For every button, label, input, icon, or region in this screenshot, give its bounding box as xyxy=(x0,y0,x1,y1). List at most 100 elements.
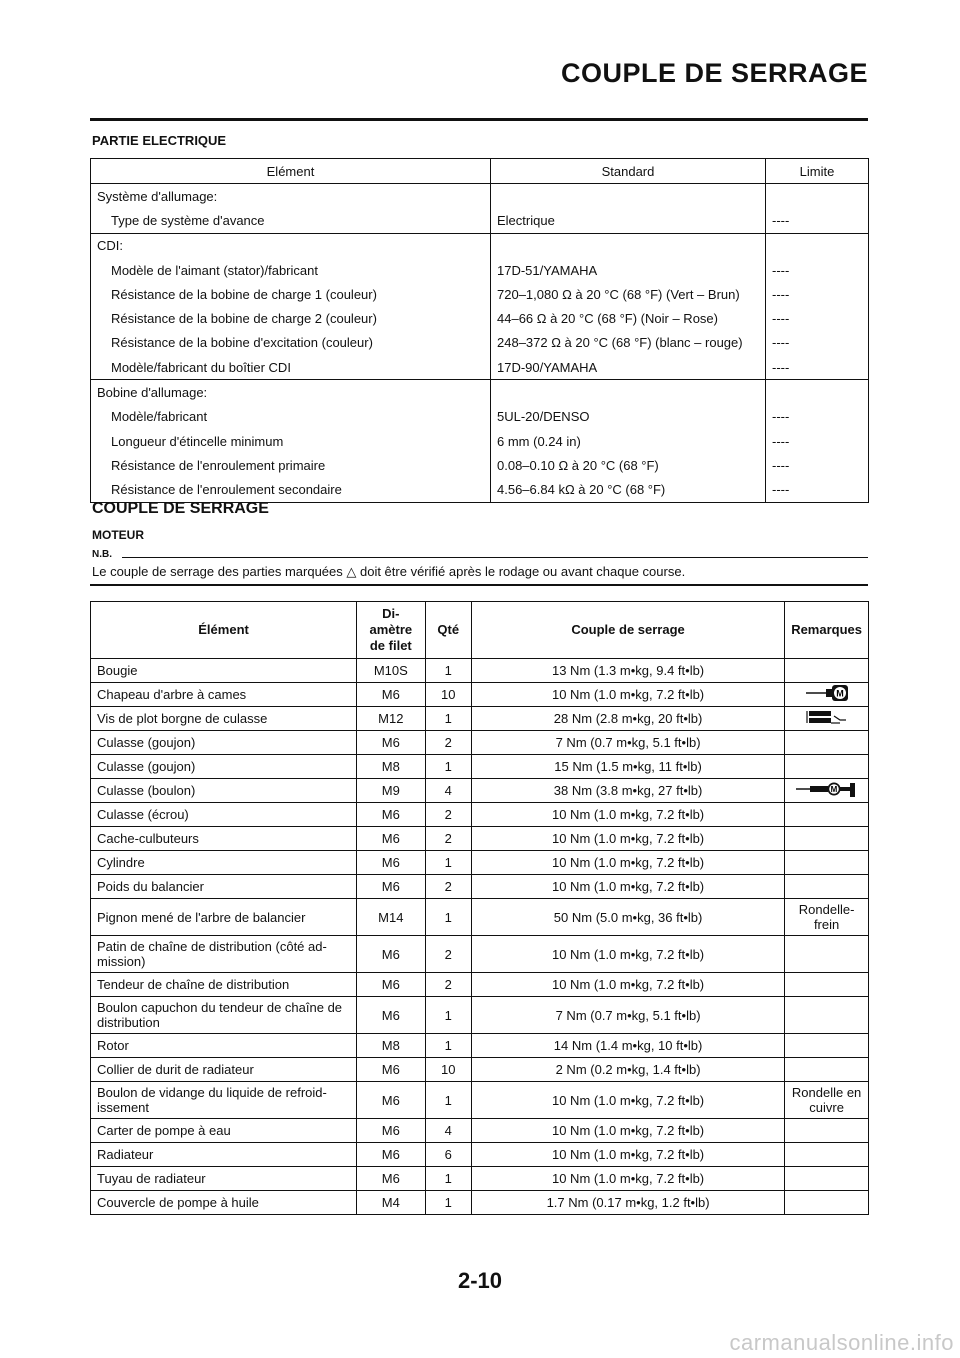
torque-diameter: M6 xyxy=(356,1142,426,1167)
electrical-group-title-row: Système d'allumage: xyxy=(90,183,869,209)
torque-element: Radiateur xyxy=(89,1142,358,1167)
table-row: Patin de chaîne de distribution (côté ad… xyxy=(89,935,869,973)
torque-value: 10 Nm (1.0 m•kg, 7.2 ft•lb) xyxy=(470,1118,786,1143)
electrical-element: Longueur d'étincelle minimum xyxy=(90,428,491,454)
empty-cell xyxy=(765,379,869,405)
electrical-limit: ---- xyxy=(765,208,869,234)
electrical-row: Résistance de la bobine d'excitation (co… xyxy=(90,330,869,356)
torque-remark xyxy=(784,972,869,997)
torque-element: Culasse (écrou) xyxy=(89,802,358,827)
electrical-limit: ---- xyxy=(765,404,869,429)
torque-element: Cylindre xyxy=(89,850,358,875)
torque-remark: Rondelle en cuivre xyxy=(784,1081,869,1119)
torque-value: 28 Nm (2.8 m•kg, 20 ft•lb) xyxy=(470,706,786,731)
torque-element: Culasse (boulon) xyxy=(89,778,358,803)
empty-cell xyxy=(765,232,869,258)
torque-remark xyxy=(784,754,869,779)
torque-remark xyxy=(784,802,869,827)
torque-diameter: M8 xyxy=(356,754,426,779)
torque-value: 10 Nm (1.0 m•kg, 7.2 ft•lb) xyxy=(470,826,786,851)
electrical-limit: ---- xyxy=(765,428,869,454)
torque-qty: 1 xyxy=(424,1081,472,1119)
torque-element: Vis de plot borgne de culasse xyxy=(89,706,358,731)
electrical-standard: 720–1,080 Ω à 20 °C (68 °F) (Vert – Brun… xyxy=(490,282,766,307)
torque-diameter: M6 xyxy=(356,996,426,1034)
torque-value: 10 Nm (1.0 m•kg, 7.2 ft•lb) xyxy=(470,682,786,707)
title-rule xyxy=(90,118,868,121)
torque-qty: 2 xyxy=(424,802,472,827)
torque-diameter: M9 xyxy=(356,778,426,803)
torque-diameter: M6 xyxy=(356,1118,426,1143)
torque-qty: 1 xyxy=(424,754,472,779)
col-qty: Qté xyxy=(424,601,472,659)
electrical-element: Résistance de l'enroulement secondaire xyxy=(90,477,491,503)
col-diameter-line3: de filet xyxy=(369,638,412,653)
electrical-group-title: CDI: xyxy=(90,232,491,258)
torque-diameter: M6 xyxy=(356,682,426,707)
col-diameter: Di- amètre de filet xyxy=(356,601,426,659)
torque-value: 10 Nm (1.0 m•kg, 7.2 ft•lb) xyxy=(470,850,786,875)
empty-cell xyxy=(490,379,766,405)
electrical-col-header: Standard xyxy=(490,158,766,184)
torque-value: 15 Nm (1.5 m•kg, 11 ft•lb) xyxy=(470,754,786,779)
page-title: COUPLE DE SERRAGE xyxy=(560,58,868,88)
electrical-limit: ---- xyxy=(765,282,869,307)
electrical-limit: ---- xyxy=(765,477,869,503)
electrical-standard: 6 mm (0.24 in) xyxy=(490,428,766,454)
torque-table: Élément Di- amètre de filet Qté Couple d… xyxy=(89,601,869,1215)
torque-qty: 1 xyxy=(424,706,472,731)
torque-diameter: M6 xyxy=(356,874,426,899)
torque-element: Patin de chaîne de distribution (côté ad… xyxy=(89,935,358,973)
torque-qty: 1 xyxy=(424,850,472,875)
torque-diameter: M6 xyxy=(356,850,426,875)
torque-qty: 2 xyxy=(424,972,472,997)
nb-divider xyxy=(122,557,868,558)
electrical-standard: 4.56–6.84 kΩ à 20 °C (68 °F) xyxy=(490,477,766,503)
torque-value: 7 Nm (0.7 m•kg, 5.1 ft•lb) xyxy=(470,730,786,755)
torque-diameter: M6 xyxy=(356,935,426,973)
electrical-limit: ---- xyxy=(765,330,869,356)
torque-element: Bougie xyxy=(89,658,358,683)
torque-qty: 1 xyxy=(424,1190,472,1215)
electrical-element: Résistance de la bobine de charge 2 (cou… xyxy=(90,306,491,331)
electrical-limit: ---- xyxy=(765,453,869,478)
torque-diameter: M6 xyxy=(356,1166,426,1191)
electrical-standard: 17D-90/YAMAHA xyxy=(490,355,766,380)
torque-value: 50 Nm (5.0 m•kg, 36 ft•lb) xyxy=(470,898,786,936)
torque-element: Rotor xyxy=(89,1033,358,1058)
torque-value: 38 Nm (3.8 m•kg, 27 ft•lb) xyxy=(470,778,786,803)
table-row: Boulon capuchon du tendeur de chaîne de … xyxy=(89,996,869,1034)
electrical-group-title-row: CDI: xyxy=(90,232,869,258)
torque-remark xyxy=(784,996,869,1034)
torque-header-row: Élément Di- amètre de filet Qté Couple d… xyxy=(89,601,869,659)
page-number: 2-10 xyxy=(457,1268,503,1293)
torque-qty: 4 xyxy=(424,1118,472,1143)
torque-value: 10 Nm (1.0 m•kg, 7.2 ft•lb) xyxy=(470,1166,786,1191)
torque-qty: 1 xyxy=(424,1033,472,1058)
torque-value: 14 Nm (1.4 m•kg, 10 ft•lb) xyxy=(470,1033,786,1058)
torque-element: Culasse (goujon) xyxy=(89,754,358,779)
torque-remark xyxy=(784,730,869,755)
torque-element: Cache-culbuteurs xyxy=(89,826,358,851)
electrical-element: Modèle/fabricant du boîtier CDI xyxy=(90,355,491,380)
nb-rule xyxy=(90,584,868,586)
torque-section-title: COUPLE DE SERRAGE xyxy=(92,500,269,517)
torque-element: Tendeur de chaîne de distribution xyxy=(89,972,358,997)
molybdenum-oil-icon: M xyxy=(804,684,850,705)
